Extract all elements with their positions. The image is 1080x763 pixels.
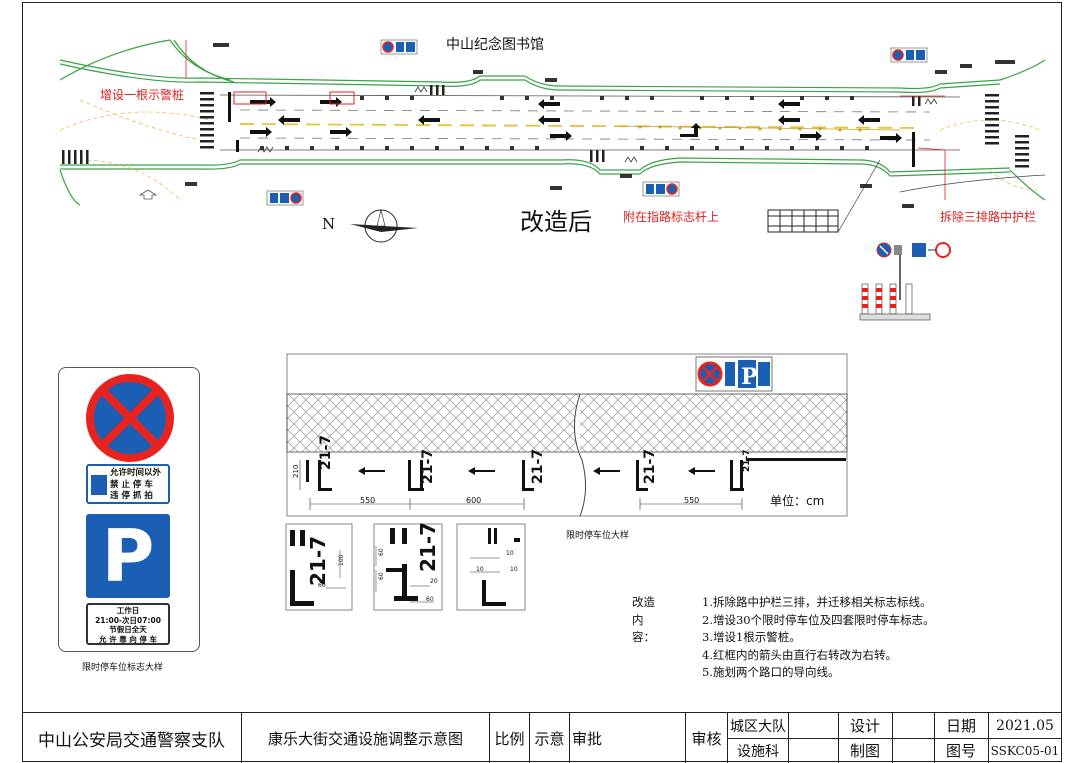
- org-name: 中山公安局交通警察支队: [22, 713, 242, 763]
- sign-line-1: 允许时间以外: [110, 468, 162, 478]
- dim-100: 100: [338, 554, 345, 566]
- note-item-4: 4.红框内的箭头由直行右转改为右转。: [702, 647, 897, 662]
- sign-time-line-4: 允 许 靠 向 停 车: [98, 634, 158, 644]
- dim-550-a: 550: [360, 496, 376, 505]
- stall-layout-diagram: P: [285, 353, 848, 611]
- parking-letter: P: [101, 514, 155, 598]
- dim-60-d: 60: [426, 596, 434, 603]
- stall-label-3: 21-7: [530, 448, 546, 484]
- dim-60-b: 60: [378, 548, 385, 556]
- note-item-1: 1.拆除路中护栏三排，并迁移相关标志标线。: [702, 595, 932, 609]
- stall-label-2: 21-7: [420, 448, 436, 484]
- stall-label-1: 21-7: [318, 434, 334, 470]
- approve-label: 审批: [570, 713, 686, 763]
- stall-label-5: 21-7: [742, 449, 752, 472]
- dept-1: 城区大队: [730, 718, 786, 735]
- dim-210: 210: [292, 464, 300, 478]
- remove-rail-annotation: 拆除三排路中护栏: [940, 210, 1037, 224]
- attach-sign-annotation: 附在指路标志杆上: [623, 210, 720, 224]
- scale-label: 比例: [490, 713, 530, 763]
- drawing-name: 康乐大街交通设施调整示意图: [242, 713, 490, 763]
- sign-time-line-1: 工作日: [116, 606, 140, 615]
- parking-sign-panel: 允许时间以外 禁 止 停 车 违 停 抓 拍 P 工作日 21:00-次日07:…: [58, 367, 200, 652]
- dim-600: 600: [466, 496, 482, 505]
- north-arrow-icon: [350, 209, 418, 243]
- note-item-5: 5.施划两个路口的导向线。: [702, 665, 840, 679]
- stall-label-4: 21-7: [642, 448, 658, 484]
- review-label: 审核: [686, 713, 728, 763]
- sign-line-2: 禁 止 停 车: [110, 479, 153, 490]
- add-pile-annotation: 增设一根示警桩: [100, 88, 185, 102]
- parking-icon: P: [86, 514, 170, 598]
- note-item-2: 2.增设30个限时停车位及四套限时停车标志。: [702, 612, 935, 627]
- sign-time-line-3: 节假日全天: [109, 625, 147, 634]
- after-renovation-title: 改造后: [520, 208, 592, 236]
- sign-caption: 限时停车位标志大样: [82, 663, 164, 673]
- road-plan: [59, 39, 1046, 321]
- dim-20: 20: [430, 578, 438, 585]
- stall-caption: 限时停车位大样: [566, 531, 630, 541]
- sign-time-line-2: 21:00-次日07:00: [95, 615, 161, 625]
- no-label: 图号: [945, 742, 976, 760]
- date-value: 2021.05: [996, 717, 1054, 734]
- draw-label: 制图: [849, 742, 880, 760]
- date-label: 日期: [945, 717, 976, 735]
- drawing-frame: [22, 2, 1062, 762]
- library-label: 中山纪念图书馆: [446, 37, 544, 53]
- unit-label: 单位：cm: [770, 494, 825, 508]
- note-item-3: 3.增设1根示警桩。: [702, 630, 801, 644]
- north-label: N: [322, 215, 336, 233]
- notes-heading: 改造内容：: [632, 595, 655, 644]
- svg-text:P: P: [741, 364, 758, 390]
- no-value: SSKC05-01: [990, 743, 1060, 758]
- detail-stall-label-1: 21-7: [306, 535, 330, 586]
- dim-10-a: 10: [506, 550, 514, 557]
- sign-line-3: 违 停 抓 拍: [110, 491, 153, 501]
- scale-value: 示意: [530, 713, 570, 763]
- dim-550-b: 550: [684, 496, 700, 505]
- sign-text-board: 允许时间以外 禁 止 停 车 违 停 抓 拍: [86, 464, 170, 504]
- dim-10-c: 10: [510, 566, 518, 573]
- camera-icon: [91, 475, 107, 495]
- no-parking-icon: [86, 374, 174, 462]
- dim-60-c: 60: [378, 572, 385, 580]
- design-label: 设计: [849, 717, 880, 735]
- dim-60-a: 60: [318, 582, 326, 589]
- detail-stall-label-2: 21-7: [416, 521, 440, 572]
- title-block: 中山公安局交通警察支队 康乐大街交通设施调整示意图 比例 示意 审批 审核 城区…: [22, 712, 1062, 763]
- dept-2: 设施科: [737, 743, 779, 760]
- dim-10-b: 10: [476, 566, 484, 573]
